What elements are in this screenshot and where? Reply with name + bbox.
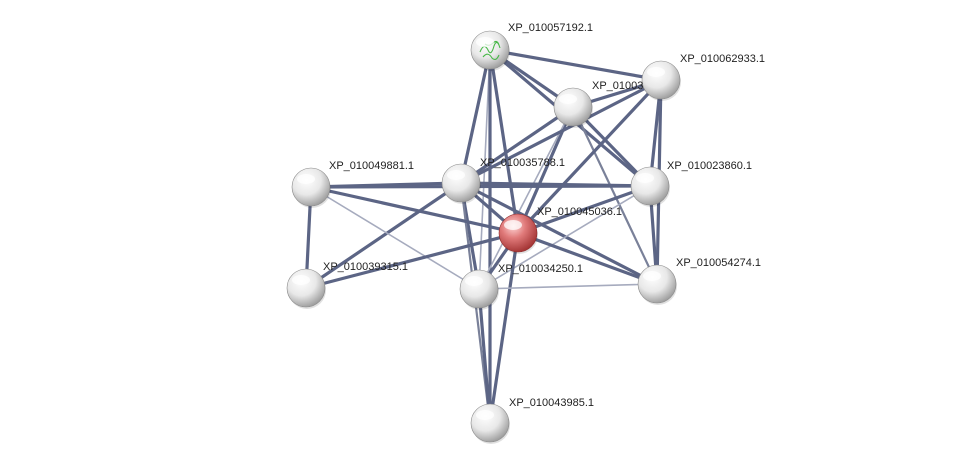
node-highlight [559, 94, 577, 104]
node-label-n_45036: XP_010045036.1 [537, 206, 622, 218]
node-n_57192[interactable] [470, 30, 510, 71]
edge-n_03-n_54274[interactable] [571, 105, 659, 286]
node-sphere[interactable] [470, 403, 510, 443]
node-n_54274[interactable] [637, 264, 677, 305]
edge-n_49881-n_23860[interactable] [309, 184, 652, 189]
node-n_49881[interactable] [291, 167, 331, 208]
node-label-n_43985: XP_010043985.1 [509, 397, 594, 409]
edge-n_03-n_35788[interactable] [459, 105, 575, 185]
edge-n_45036-n_43985[interactable] [488, 231, 520, 425]
node-highlight [647, 67, 665, 77]
node-highlight [476, 410, 494, 420]
node-label-n_54274: XP_010054274.1 [676, 257, 761, 269]
node-n_43985[interactable] [470, 403, 510, 444]
edge-n_23860-n_34250[interactable] [478, 185, 651, 290]
edge-n_35788-n_54274[interactable] [459, 181, 659, 286]
edge-n_49881-n_34250[interactable] [310, 186, 480, 290]
node-highlight [476, 37, 494, 47]
edge-n_35788-n_39315[interactable] [304, 181, 463, 290]
edge-n_57192-n_62933[interactable] [488, 48, 663, 82]
node-n_35788[interactable] [441, 163, 481, 204]
node-sphere[interactable] [470, 30, 510, 70]
edge-n_62933-n_35788[interactable] [459, 78, 663, 185]
node-n_39315[interactable] [286, 268, 326, 309]
node-sphere[interactable] [286, 268, 326, 308]
node-label-n_23860: XP_010023860.1 [667, 160, 752, 172]
node-sphere[interactable] [637, 264, 677, 304]
edge-n_45036-n_54274[interactable] [516, 231, 659, 286]
edge-n_34250-n_54274[interactable] [478, 283, 658, 290]
node-highlight [636, 173, 654, 183]
node-highlight [292, 275, 310, 285]
node-n_23860[interactable] [630, 166, 670, 207]
node-n_62933[interactable] [641, 60, 681, 101]
node-highlight [297, 174, 315, 184]
query-node-sphere[interactable] [498, 213, 538, 253]
node-label-n_57192: XP_010057192.1 [508, 22, 593, 34]
node-n_34250[interactable] [459, 269, 499, 310]
edge-n_03-n_34250[interactable] [478, 106, 574, 290]
node-label-n_49881: XP_010049881.1 [329, 160, 414, 172]
node-highlight [447, 170, 465, 180]
node-n_03[interactable] [553, 87, 593, 128]
node-label-n_62933: XP_010062933.1 [680, 53, 765, 65]
edges-layer [304, 48, 663, 425]
edge-n_49881-n_45036[interactable] [309, 185, 520, 235]
node-sphere[interactable] [641, 60, 681, 100]
edge-n_57192-n_35788[interactable] [459, 48, 492, 185]
edge-n_23860-n_45036[interactable] [516, 184, 652, 235]
node-highlight [465, 276, 483, 286]
node-highlight [504, 220, 522, 230]
node-label-n_39315: XP_010039315.1 [323, 261, 408, 273]
edge-n_57192-n_45036[interactable] [488, 48, 520, 235]
node-sphere[interactable] [553, 87, 593, 127]
nodes-layer [286, 30, 681, 444]
node-label-n_35788: XP_010035788.1 [480, 157, 565, 169]
node-sphere[interactable] [630, 166, 670, 206]
node-sphere[interactable] [291, 167, 331, 207]
node-highlight [643, 271, 661, 281]
node-sphere[interactable] [459, 269, 499, 309]
node-n_45036[interactable] [498, 213, 538, 254]
edge-n_45036-n_39315[interactable] [304, 231, 520, 290]
node-label-n_03: XP_01003 [592, 80, 643, 92]
edge-n_34250-n_43985[interactable] [477, 287, 492, 425]
edge-n_03-n_45036[interactable] [516, 105, 575, 235]
edge-n_62933-n_45036[interactable] [516, 78, 663, 235]
node-sphere[interactable] [441, 163, 481, 203]
node-label-n_34250: XP_010034250.1 [498, 263, 583, 275]
labels-layer: XP_010057192.1XP_010062933.1XP_01003XP_0… [323, 22, 765, 409]
